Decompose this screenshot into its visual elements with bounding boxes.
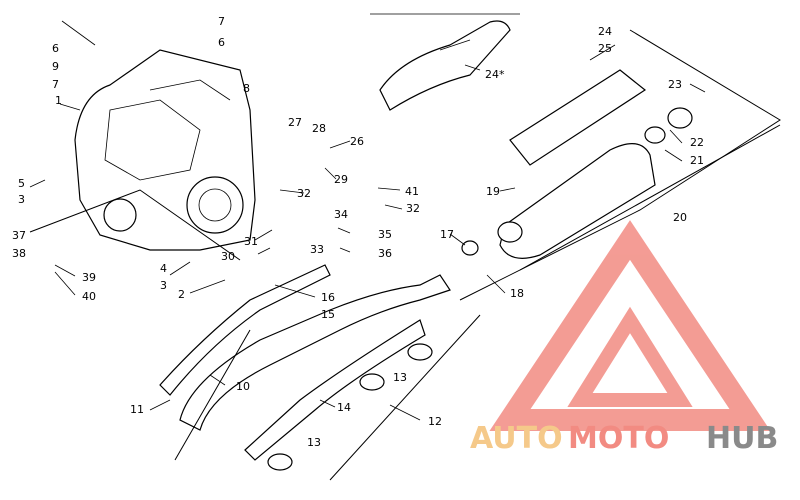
label-18: 18 xyxy=(510,287,524,300)
group-lines xyxy=(29,29,781,481)
label-19: 19 xyxy=(486,185,500,198)
label-3b: 3 xyxy=(160,279,167,292)
label-3a: 3 xyxy=(18,193,25,206)
label-21: 21 xyxy=(690,154,704,167)
label-29: 29 xyxy=(334,173,348,186)
label-39: 39 xyxy=(82,271,96,284)
label-24: 24 xyxy=(598,25,612,38)
watermark-text: AUTO MOTO HUB xyxy=(470,421,778,456)
watermark-moto: MOTO xyxy=(568,421,669,456)
watermark-hub: HUB xyxy=(706,421,778,456)
label-24-star: 24* xyxy=(485,68,505,81)
label-13b: 13 xyxy=(307,436,321,449)
label-1: 1 xyxy=(55,94,62,107)
watermark-logo xyxy=(489,220,771,431)
watermark-auto: AUTO xyxy=(470,421,563,456)
label-17: 17 xyxy=(440,228,454,241)
label-27: 27 xyxy=(288,116,302,129)
label-40: 40 xyxy=(82,290,96,303)
label-32b: 32 xyxy=(406,202,420,215)
label-37: 37 xyxy=(12,229,26,242)
exhaust-pipes xyxy=(159,240,479,471)
label-2: 2 xyxy=(178,288,185,301)
label-41: 41 xyxy=(405,185,419,198)
label-9: 9 xyxy=(52,60,59,73)
label-8: 8 xyxy=(243,82,250,95)
part-labels: 1 2 3 3 4 5 6 6 7 7 8 9 10 11 12 13 13 1… xyxy=(12,15,704,449)
label-25: 25 xyxy=(598,42,612,55)
label-26: 26 xyxy=(350,135,364,148)
label-33: 33 xyxy=(310,243,324,256)
label-30: 30 xyxy=(221,250,235,263)
label-15: 15 xyxy=(321,308,335,321)
label-12: 12 xyxy=(428,415,442,428)
label-20: 20 xyxy=(673,211,687,224)
label-5: 5 xyxy=(18,177,25,190)
label-16: 16 xyxy=(321,291,335,304)
label-14: 14 xyxy=(337,401,351,414)
label-13a: 13 xyxy=(393,371,407,384)
label-38: 38 xyxy=(12,247,26,260)
label-28: 28 xyxy=(312,122,326,135)
label-6a: 6 xyxy=(52,42,59,55)
leader-lines xyxy=(29,20,706,421)
label-35: 35 xyxy=(378,228,392,241)
label-34: 34 xyxy=(334,208,348,221)
label-31: 31 xyxy=(244,235,258,248)
label-7a: 7 xyxy=(52,78,59,91)
label-11: 11 xyxy=(130,403,144,416)
label-7b: 7 xyxy=(218,15,225,28)
label-36: 36 xyxy=(378,247,392,260)
label-32a: 32 xyxy=(297,187,311,200)
engine-assembly xyxy=(74,49,256,251)
label-10: 10 xyxy=(236,380,250,393)
label-4: 4 xyxy=(160,262,167,275)
label-22: 22 xyxy=(690,136,704,149)
heat-shield-box xyxy=(370,13,520,111)
muffler-assembly xyxy=(497,69,693,259)
label-6b: 6 xyxy=(218,36,225,49)
label-23: 23 xyxy=(668,78,682,91)
